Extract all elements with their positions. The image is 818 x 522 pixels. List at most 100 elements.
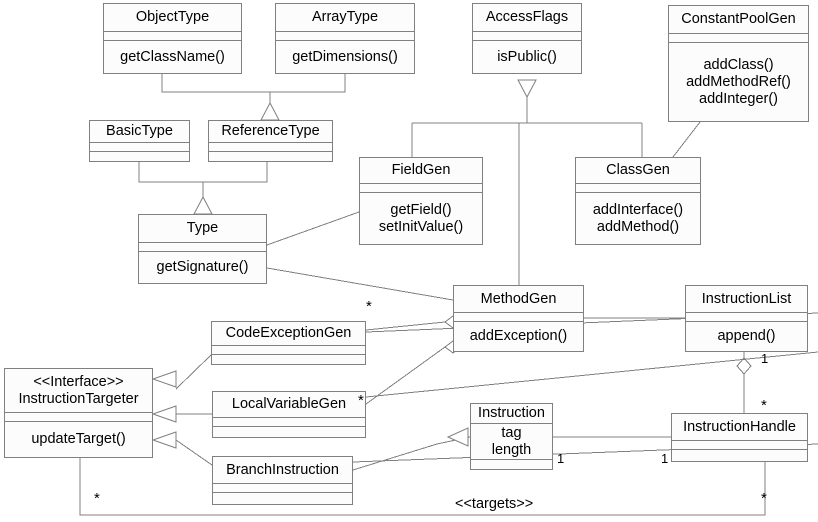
class-box-type[interactable]: Type getSignature()	[138, 214, 267, 284]
class-operations-compartment: getDimensions()	[276, 41, 414, 73]
class-box-fieldgen[interactable]: FieldGen getField() setInitValue()	[359, 157, 483, 245]
class-name-compartment: BasicType	[90, 121, 189, 143]
class-box-instructionhandle[interactable]: InstructionHandle	[671, 413, 808, 462]
class-box-instruction[interactable]: Instruction tag length	[470, 403, 553, 470]
class-attributes-compartment	[669, 34, 808, 43]
class-box-referencetype[interactable]: ReferenceType	[208, 120, 333, 162]
class-operations-compartment	[212, 355, 365, 364]
aggregation-diamond-instructionhandle	[736, 357, 752, 375]
class-attributes-compartment	[5, 413, 152, 422]
class-attributes-compartment	[213, 418, 365, 427]
class-box-basictype[interactable]: BasicType	[89, 120, 190, 162]
class-name: InstructionHandle	[683, 418, 796, 435]
edge-targeter-instructionhandle-targets	[79, 458, 766, 516]
attribute: tag	[501, 424, 522, 441]
multiplicity-instruction: 1	[557, 451, 565, 466]
class-box-classgen[interactable]: ClassGen addInterface() addMethod()	[575, 157, 701, 245]
class-attributes-compartment	[473, 32, 581, 41]
operation: addException()	[469, 328, 568, 344]
class-operations-compartment	[213, 427, 365, 437]
multiplicity-instructionlist: 1	[761, 351, 769, 366]
operation: updateTarget()	[31, 431, 126, 447]
generalization-arrow-referencetype	[260, 101, 280, 121]
operation: addMethod()	[596, 218, 680, 235]
class-operations-compartment: isPublic()	[473, 41, 581, 73]
class-attributes-compartment	[213, 484, 352, 493]
class-name-compartment: InstructionList	[686, 286, 807, 313]
edge-codeexceptiongen-targeter	[175, 354, 212, 390]
generalization-arrow-instruction	[446, 427, 469, 447]
class-name: ArrayType	[311, 9, 379, 25]
class-name-compartment: ArrayType	[276, 4, 414, 32]
class-box-instructiontargeter[interactable]: <<Interface>> InstructionTargeter update…	[4, 368, 153, 458]
class-name: Instruction	[478, 405, 545, 422]
class-name: InstructionList	[701, 290, 792, 307]
class-name: ReferenceType	[221, 123, 320, 139]
class-attributes-compartment	[686, 313, 807, 322]
class-name: InstructionTargeter	[18, 390, 139, 407]
class-name: MethodGen	[480, 290, 557, 307]
generalization-arrow-accessflags	[517, 79, 537, 99]
class-box-localvariablegen[interactable]: LocalVariableGen	[212, 391, 366, 438]
class-operations-compartment: addClass() addMethodRef() addInteger()	[669, 43, 808, 121]
edge-branchinstruction-instruction	[352, 443, 438, 471]
operation: setInitValue()	[378, 218, 464, 235]
class-operations-compartment	[209, 152, 332, 161]
class-name-compartment: BranchInstruction	[213, 457, 352, 484]
class-box-arraytype[interactable]: ArrayType getDimensions()	[275, 3, 415, 74]
edge-referencetype-type	[203, 162, 268, 183]
class-attributes-compartment	[672, 441, 807, 450]
class-operations-compartment: addInterface() addMethod()	[576, 193, 700, 244]
class-name-compartment: ClassGen	[576, 158, 700, 184]
class-attributes-compartment	[139, 243, 266, 252]
operation: addInterface()	[592, 201, 684, 218]
class-box-accessflags[interactable]: AccessFlags isPublic()	[472, 3, 582, 74]
class-attributes-compartment	[212, 346, 365, 355]
class-name-compartment: Instruction	[471, 404, 552, 425]
edge-localvariablegen-instructionhandle	[365, 351, 818, 398]
class-name: CodeExceptionGen	[225, 325, 352, 341]
class-operations-compartment	[213, 493, 352, 504]
class-name: AccessFlags	[485, 9, 569, 25]
class-name: FieldGen	[391, 162, 451, 178]
realization-arrow-codeexceptiongen	[151, 370, 177, 388]
operation: addInteger()	[699, 90, 778, 107]
class-operations-compartment: getClassName()	[104, 41, 241, 73]
class-name-compartment: ReferenceType	[209, 121, 332, 143]
class-attributes-compartment	[454, 313, 583, 322]
multiplicity-instructionhandle-top: *	[761, 397, 767, 414]
class-name-compartment: CodeExceptionGen	[212, 322, 365, 346]
class-operations-compartment	[672, 450, 807, 461]
class-attributes-compartment	[360, 184, 482, 193]
edge-basictype-type	[138, 162, 203, 183]
operation: getSignature()	[156, 259, 249, 275]
class-name-compartment: InstructionHandle	[672, 414, 807, 441]
class-operations-compartment: getField() setInitValue()	[360, 193, 482, 244]
multiplicity-targeter-bottom: *	[94, 490, 100, 507]
class-box-constantpoolgen[interactable]: ConstantPoolGen addClass() addMethodRef(…	[668, 5, 809, 122]
edge-type-fieldgen	[266, 211, 360, 246]
operation: getField()	[390, 201, 452, 218]
multiplicity-instructionhandle-bottom: *	[761, 490, 767, 507]
class-box-instructionlist[interactable]: InstructionList append()	[685, 285, 808, 352]
class-attributes-compartment: tag length	[471, 424, 552, 460]
edge-arraytype-referencetype	[270, 74, 346, 93]
class-operations-compartment: addException()	[454, 322, 583, 351]
class-name-compartment: ConstantPoolGen	[669, 6, 808, 34]
class-box-objecttype[interactable]: ObjectType getClassName()	[103, 3, 242, 74]
class-attributes-compartment	[209, 143, 332, 152]
class-name: BranchInstruction	[226, 461, 339, 478]
class-operations-compartment	[90, 152, 189, 161]
operation: isPublic()	[497, 48, 557, 65]
class-box-branchinstruction[interactable]: BranchInstruction	[212, 456, 353, 505]
class-operations-compartment: getSignature()	[139, 252, 266, 283]
class-box-codeexceptiongen[interactable]: CodeExceptionGen	[211, 321, 366, 365]
class-name-compartment: FieldGen	[360, 158, 482, 184]
edge-branchinstruction-targeter	[175, 439, 213, 466]
class-name-compartment: MethodGen	[454, 286, 583, 313]
class-operations-compartment: updateTarget()	[5, 422, 152, 457]
targets-stereotype-label: <<targets>>	[455, 496, 534, 512]
class-name-compartment: Type	[139, 215, 266, 243]
class-box-methodgen[interactable]: MethodGen addException()	[453, 285, 584, 352]
